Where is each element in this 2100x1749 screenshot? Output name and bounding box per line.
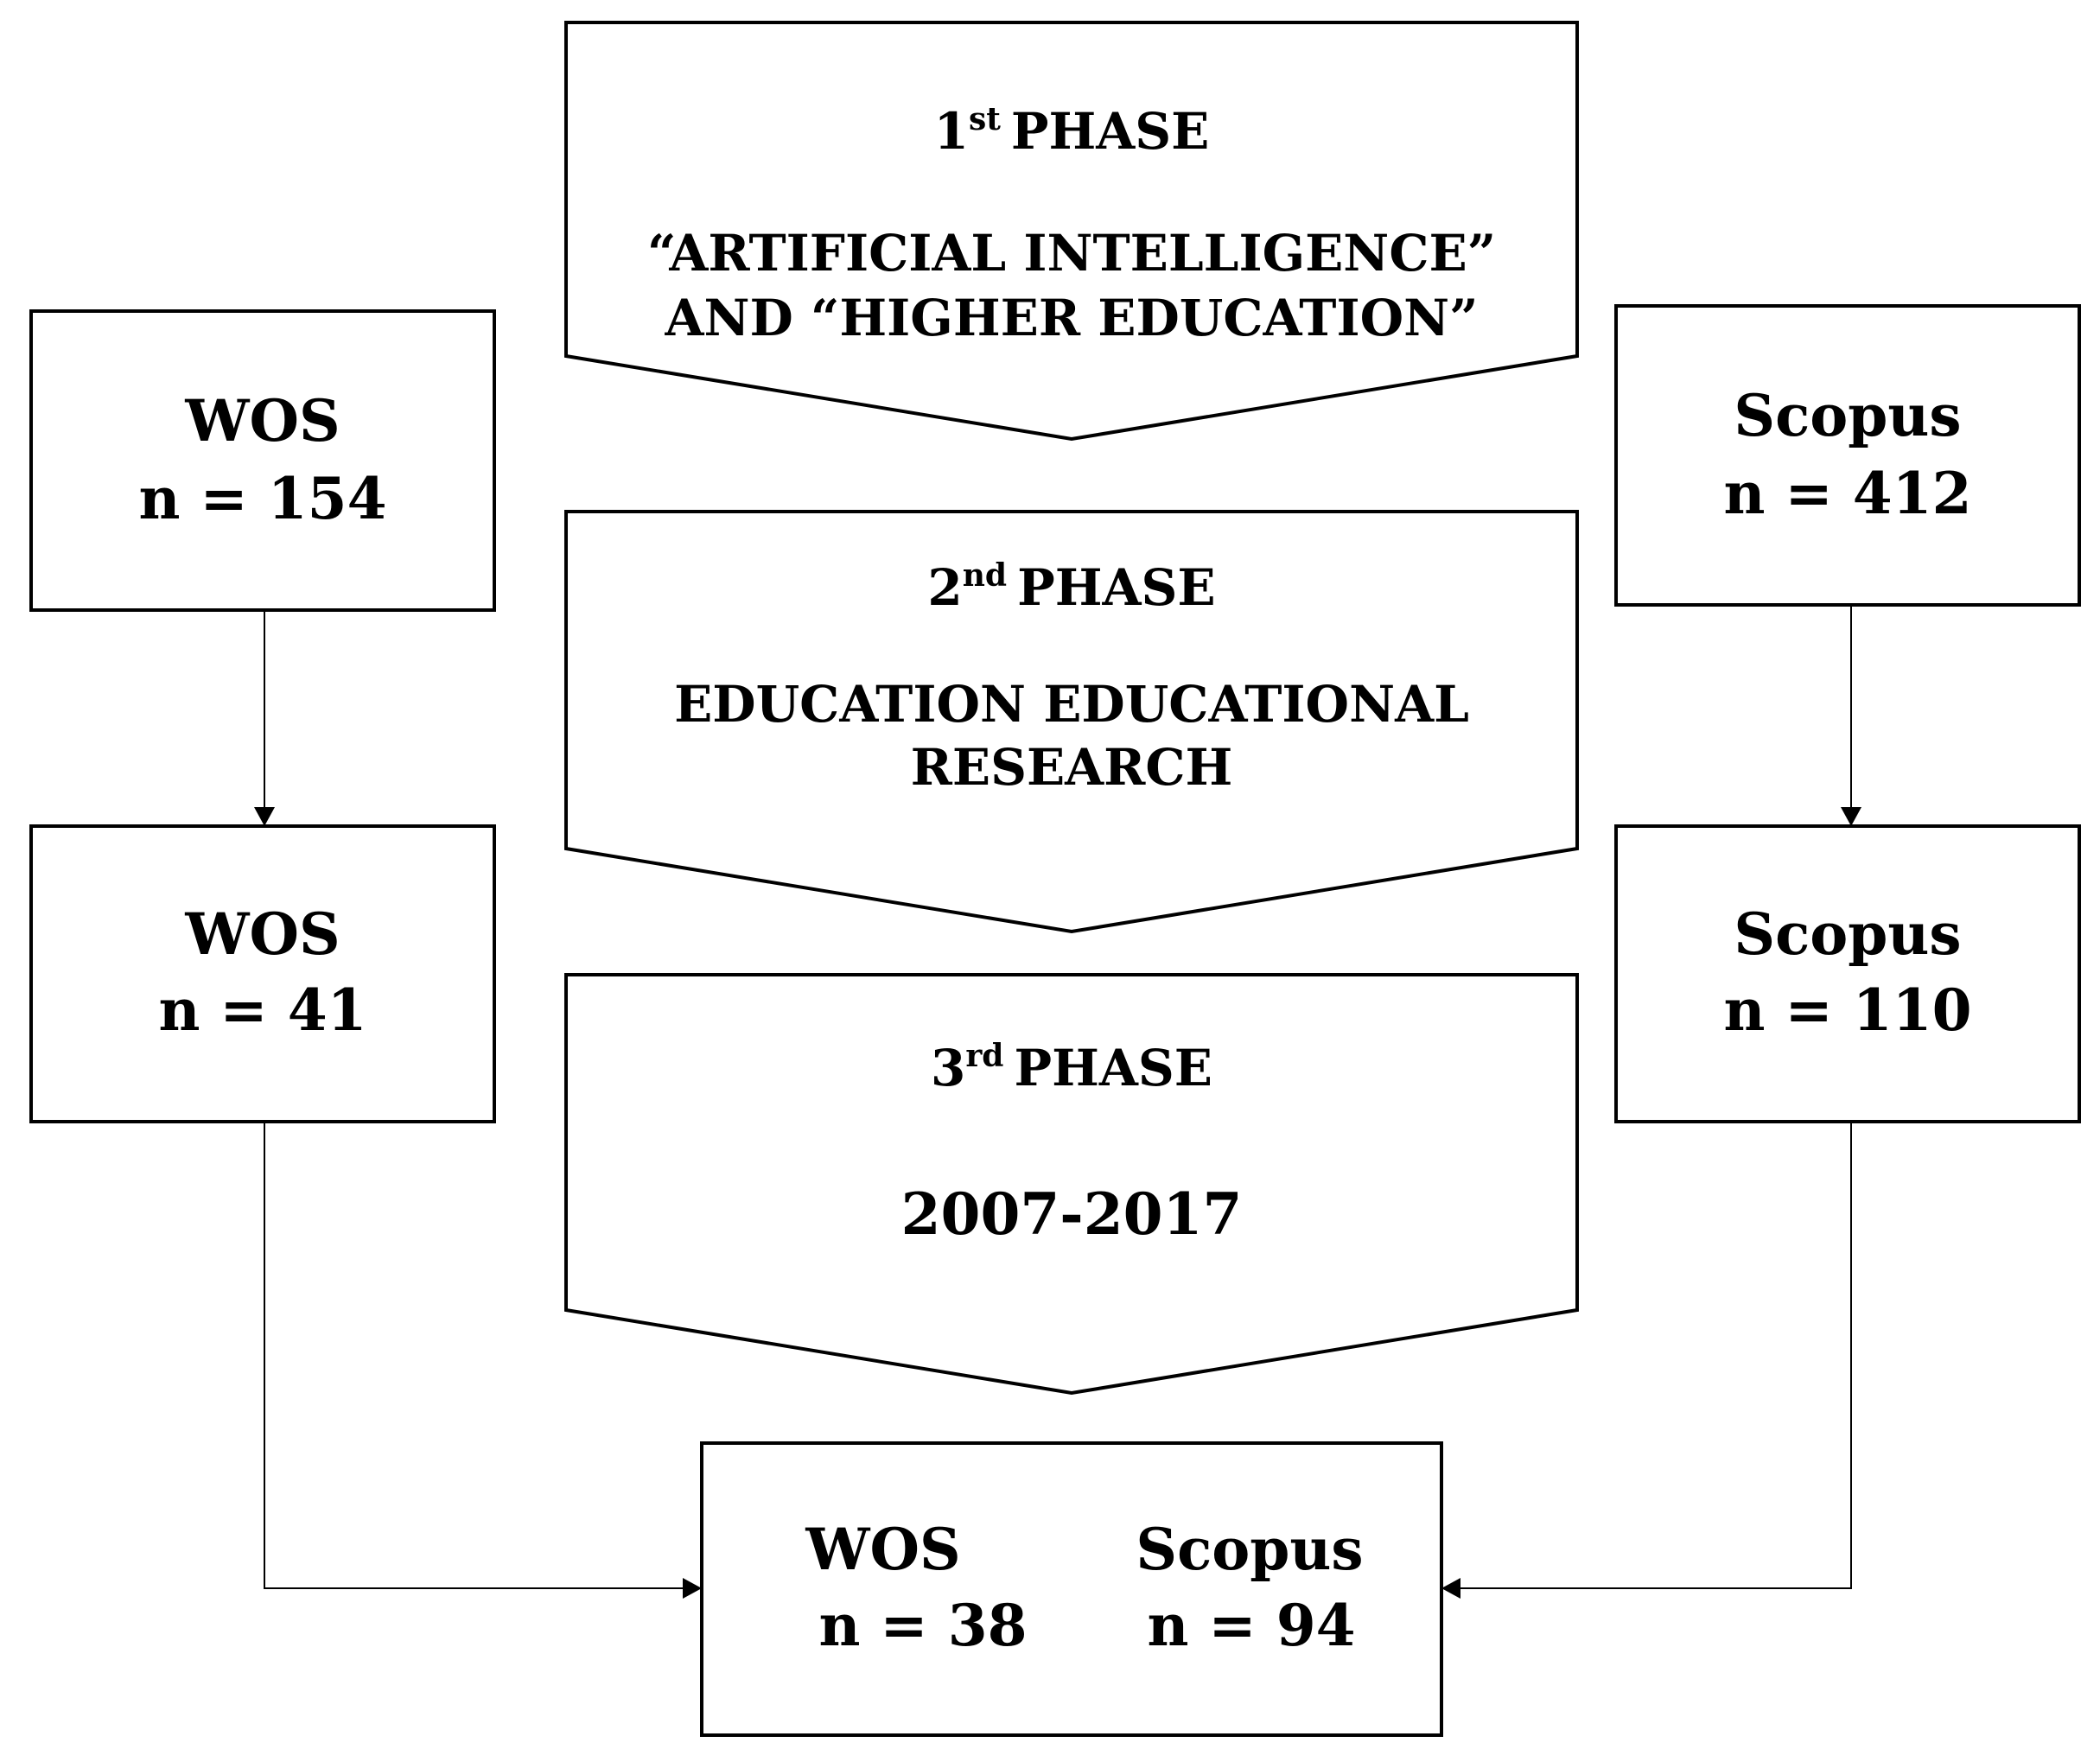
scopus-filtered-count: n = 110 [1723, 976, 1971, 1044]
wos-filtered-name: WOS [184, 900, 340, 968]
scopus-box-initial: Scopus n = 412 [1614, 304, 2081, 607]
connector-wos-to-final [264, 1123, 702, 1599]
final-wos-count: n = 38 [818, 1592, 1027, 1659]
scopus-initial-name: Scopus [1734, 382, 1961, 449]
scopus-initial-count: n = 412 [1723, 460, 1971, 527]
phase-1-line-2: AND “HIGHER EDUCATION” [665, 289, 1479, 347]
scopus-filtered-name: Scopus [1734, 900, 1961, 968]
connector-wos-down [254, 612, 275, 826]
connector-scopus-down [1841, 607, 1861, 826]
final-wos-name: WOS [805, 1516, 960, 1583]
phase-2-line-2: RESEARCH [911, 738, 1233, 797]
wos-initial-name: WOS [184, 387, 340, 455]
phase-1-line-1: “ARTIFICIAL INTELLIGENCE” [647, 224, 1496, 283]
connector-scopus-to-final [1441, 1123, 1852, 1599]
phase-3-line-1: 2007-2017 [901, 1180, 1243, 1248]
scopus-box-filtered: Scopus n = 110 [1614, 824, 2081, 1123]
wos-box-initial: WOS n = 154 [29, 309, 496, 612]
final-scopus-count: n = 94 [1147, 1592, 1355, 1659]
wos-box-filtered: WOS n = 41 [29, 824, 496, 1123]
wos-initial-count: n = 154 [138, 465, 386, 532]
phase-2-line-1: EDUCATION EDUCATIONAL [674, 675, 1469, 734]
wos-filtered-count: n = 41 [158, 976, 366, 1044]
final-result-box: WOS n = 38 Scopus n = 94 [700, 1441, 1443, 1737]
final-scopus-name: Scopus [1136, 1516, 1363, 1583]
